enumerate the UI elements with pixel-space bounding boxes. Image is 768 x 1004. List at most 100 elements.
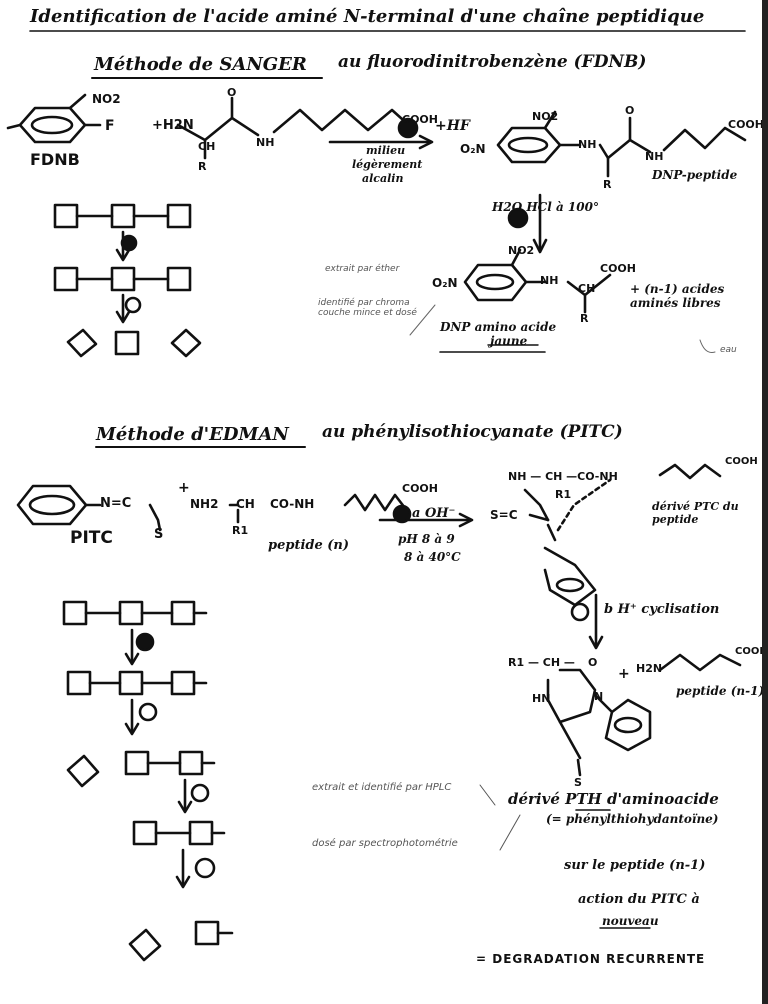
sanger-chain-row-2 [53, 266, 192, 292]
edman-step-b-marker [570, 602, 590, 622]
peptide-n-label: peptide (n) [268, 538, 350, 553]
dnp-amino-label: DNP amino acide [440, 320, 557, 334]
edman-box-step-2 [138, 702, 158, 722]
edman-box-step-3 [190, 783, 210, 803]
edman-r1: R1 [232, 524, 249, 537]
sanger-box-arrow-a-head [115, 248, 131, 262]
edman-ph-1: pH 8 à 9 [398, 532, 455, 546]
pth-h2n: H2N [636, 662, 663, 675]
dnp-amino-no2: NO2 [508, 244, 535, 257]
edman-box-arrow-4-head [175, 875, 191, 889]
sanger-condition-3: alcalin [362, 172, 404, 185]
dnp-amino-ch: CH [578, 282, 596, 295]
dnp-o: O [625, 104, 635, 117]
pth-o: O [588, 656, 598, 669]
sanger-chain-row-1 [53, 203, 192, 229]
dnp-cooh: COOH [728, 118, 764, 131]
sanger-step-a-marker [397, 117, 419, 139]
edman-cooh: COOH [402, 482, 438, 495]
edman-co-nh: CO-NH [270, 497, 315, 511]
pth-s: S [574, 776, 582, 789]
pitc-label: PITC [70, 528, 113, 548]
edman-ch: CH [236, 497, 255, 511]
sanger-ch: CH [198, 140, 216, 153]
pencil-pointer-1 [479, 784, 496, 806]
sanger-hf: +HF [435, 118, 470, 134]
dnp-o2n: O₂N [460, 142, 486, 156]
edman-heading: Méthode d'EDMAN [96, 424, 289, 445]
dnp-ring [496, 110, 747, 178]
pth-r1-ch: R1 — CH — [508, 656, 575, 669]
sanger-heading: Méthode de SANGER [94, 54, 307, 75]
edman-chain-row-2 [66, 670, 208, 696]
edman-step-a: a OH⁻ [412, 506, 456, 521]
pitc-s: S [154, 527, 164, 542]
sur-le-peptide-label: sur le peptide (n-1) [564, 858, 706, 873]
ptc-derivative [523, 463, 722, 607]
sanger-cooh: COOH [402, 113, 438, 126]
edman-arrow-a-head [458, 512, 474, 528]
edman-heading-suffix: au phénylisothiocyanate (PITC) [322, 422, 623, 442]
sanger-chain-row-3 [66, 328, 202, 358]
pth-derivative-label: dérivé PTH d'aminoacide [508, 790, 719, 808]
edman-chain-row-3 [66, 750, 216, 788]
sanger-o: O [227, 86, 237, 99]
fdnb-f: F [105, 118, 115, 134]
ptc-derivative-label: dérivé PTC du peptide [652, 500, 739, 526]
fdnb-ring [6, 93, 102, 144]
pencil-hplc: extrait et identifié par HPLC [312, 782, 452, 793]
pth-ring [546, 668, 652, 777]
pth-n: N [594, 690, 604, 703]
edman-box-step-1 [135, 632, 155, 652]
edman-box-arrow-1-head [124, 652, 140, 666]
dnp-amino-cooh: COOH [600, 262, 636, 275]
sanger-nh: NH [256, 136, 275, 149]
pencil-pointer-2 [499, 814, 521, 851]
sanger-box-step-a [120, 234, 138, 252]
pitc-nc: N=C [100, 496, 132, 511]
peptide-n1-label: peptide (n-1) [676, 684, 765, 698]
pencil-identified: identifié par chroma couche mince et dos… [318, 298, 417, 318]
sanger-condition-2: légèrement [352, 158, 423, 171]
sanger-box-arrow-b-head [115, 310, 131, 324]
sanger-peptide-chain [176, 96, 414, 160]
ptc-nh-ch: NH — CH —CO-NH [508, 470, 618, 483]
edman-box-step-4 [194, 857, 216, 879]
peptide-n1-cooh: COOH [735, 646, 768, 657]
pth-paren-label: (= phénylthiohydantoïne) [546, 812, 719, 826]
dnp-peptide-label: DNP-peptide [652, 168, 738, 182]
pencil-eau: eau [720, 345, 737, 355]
edman-box-arrow-2-head [124, 722, 140, 736]
dnp-amino-ring [463, 248, 612, 314]
pencil-eau-arrow [699, 339, 716, 353]
sanger-arrow-b-head [532, 238, 548, 254]
sanger-arrow-a-head [418, 134, 434, 150]
ptc-r1: R1 [555, 488, 572, 501]
pencil-extracted: extrait par éther [325, 264, 400, 274]
edman-chain-row-5 [128, 920, 234, 962]
sanger-r: R [198, 160, 207, 173]
ptc-cooh: COOH [725, 456, 758, 467]
plus-acides-label: + (n-1) acides aminés libres [630, 282, 725, 310]
nouveau-label: nouveau [602, 914, 659, 928]
page-title: Identification de l'acide aminé N-termin… [30, 6, 705, 27]
dnp-amino-o2n: O₂N [432, 276, 458, 290]
pth-plus: + [618, 666, 630, 682]
edman-box-arrow-3-head [177, 800, 193, 814]
edman-arrow-b-head [588, 635, 604, 650]
dnp-no2: NO2 [532, 110, 559, 123]
fdnb-label: FDNB [30, 150, 80, 169]
edman-ph-2: 8 à 40°C [404, 550, 461, 564]
pencil-arrow [409, 304, 436, 336]
sanger-step-b-marker [507, 207, 529, 229]
edman-chain-row-4 [132, 820, 226, 846]
peptide-n1-chain [658, 653, 742, 672]
fdnb-no2: NO2 [92, 92, 121, 106]
edman-nh2: NH2 [190, 497, 219, 511]
dnp-amino-r: R [580, 312, 589, 325]
pitc-ring [16, 484, 162, 532]
sanger-heading-suffix: au fluorodinitrobenzène (FDNB) [338, 52, 647, 72]
sanger-condition-1: milieu [366, 144, 406, 157]
